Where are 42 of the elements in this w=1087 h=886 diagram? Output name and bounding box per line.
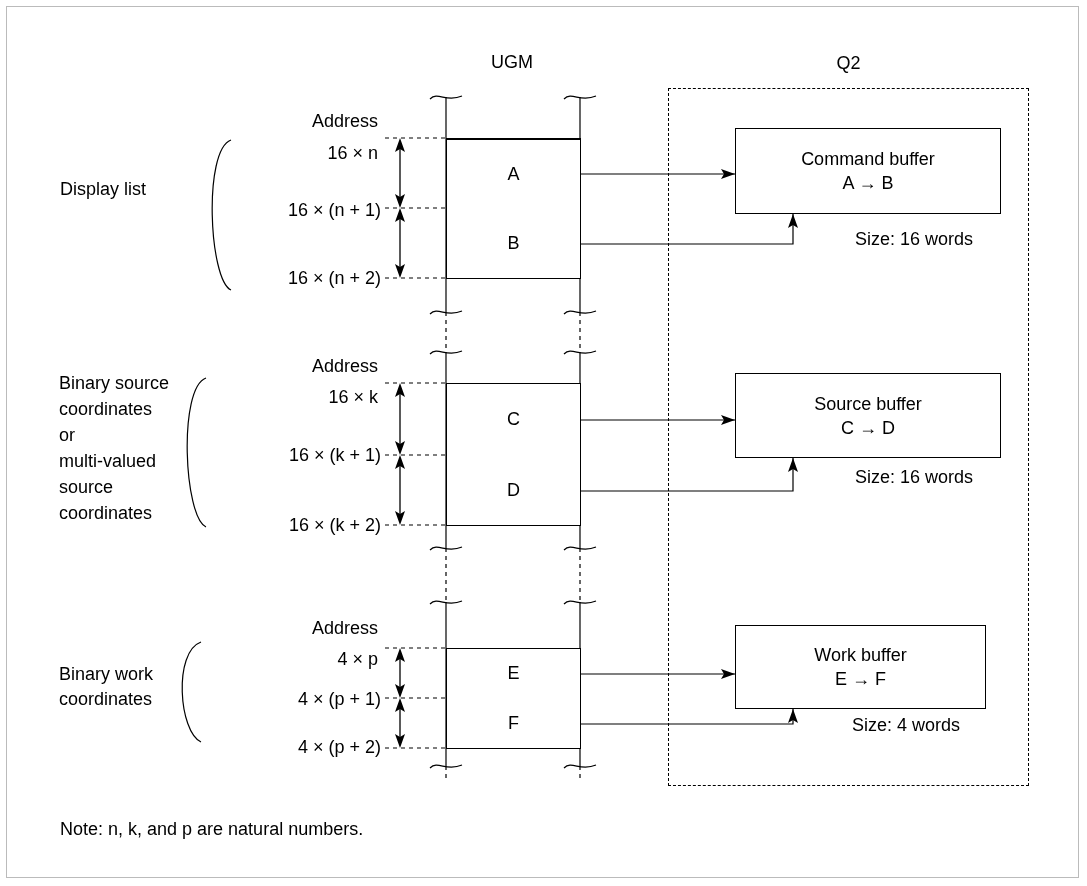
address-label: 4 × (p + 2) — [297, 736, 381, 758]
buffer-name: Command buffer — [801, 148, 935, 171]
address-label: 16 × (n + 1) — [287, 199, 381, 221]
transfer-label: A → B — [842, 172, 894, 195]
group-label: Display list — [60, 178, 147, 200]
buffer-box — [735, 625, 986, 709]
size-label: Size: 16 words — [855, 466, 974, 488]
group-label: Binary source coordinates or multi-valued source coordinates — [59, 372, 171, 525]
arrow — [580, 457, 798, 492]
transfer-label: E → F — [835, 668, 886, 691]
address-heading: Address — [311, 110, 378, 132]
group-title: Q2 — [836, 53, 861, 73]
memory-cell: E — [446, 648, 581, 699]
arrow — [580, 415, 736, 425]
arrow — [580, 169, 736, 179]
buffer-box — [735, 128, 1001, 214]
address-label: 16 × n — [327, 142, 378, 164]
buffer-name: Work buffer — [814, 644, 907, 667]
column-title: UGM — [490, 51, 534, 73]
arrow — [580, 213, 798, 245]
address-label: 16 × (n + 2) — [287, 267, 381, 289]
address-label: 4 × p — [337, 648, 378, 670]
address-heading: Address — [311, 617, 378, 639]
address-heading: Address — [311, 355, 378, 377]
note-text: Note: n, k, and p are natural numbers. — [60, 818, 364, 840]
arrow — [580, 669, 736, 679]
arrow — [580, 708, 798, 725]
memory-cell: A — [446, 138, 581, 209]
buffer-box — [735, 373, 1001, 458]
group-label: Binary work coordinates — [59, 663, 155, 711]
address-label: 16 × k — [328, 386, 378, 408]
memory-cell: B — [446, 208, 581, 279]
transfer-label: C → D — [841, 416, 895, 440]
address-label: 16 × (k + 1) — [288, 444, 381, 466]
memory-cell: D — [446, 455, 581, 526]
buffer-name: Source buffer — [814, 392, 922, 416]
size-label: Size: 16 words — [855, 228, 974, 250]
size-label: Size: 4 words — [852, 714, 961, 736]
address-label: 4 × (p + 1) — [297, 688, 381, 710]
memory-cell: F — [446, 698, 581, 749]
memory-cell: C — [446, 383, 581, 456]
address-label: 16 × (k + 2) — [288, 514, 381, 536]
